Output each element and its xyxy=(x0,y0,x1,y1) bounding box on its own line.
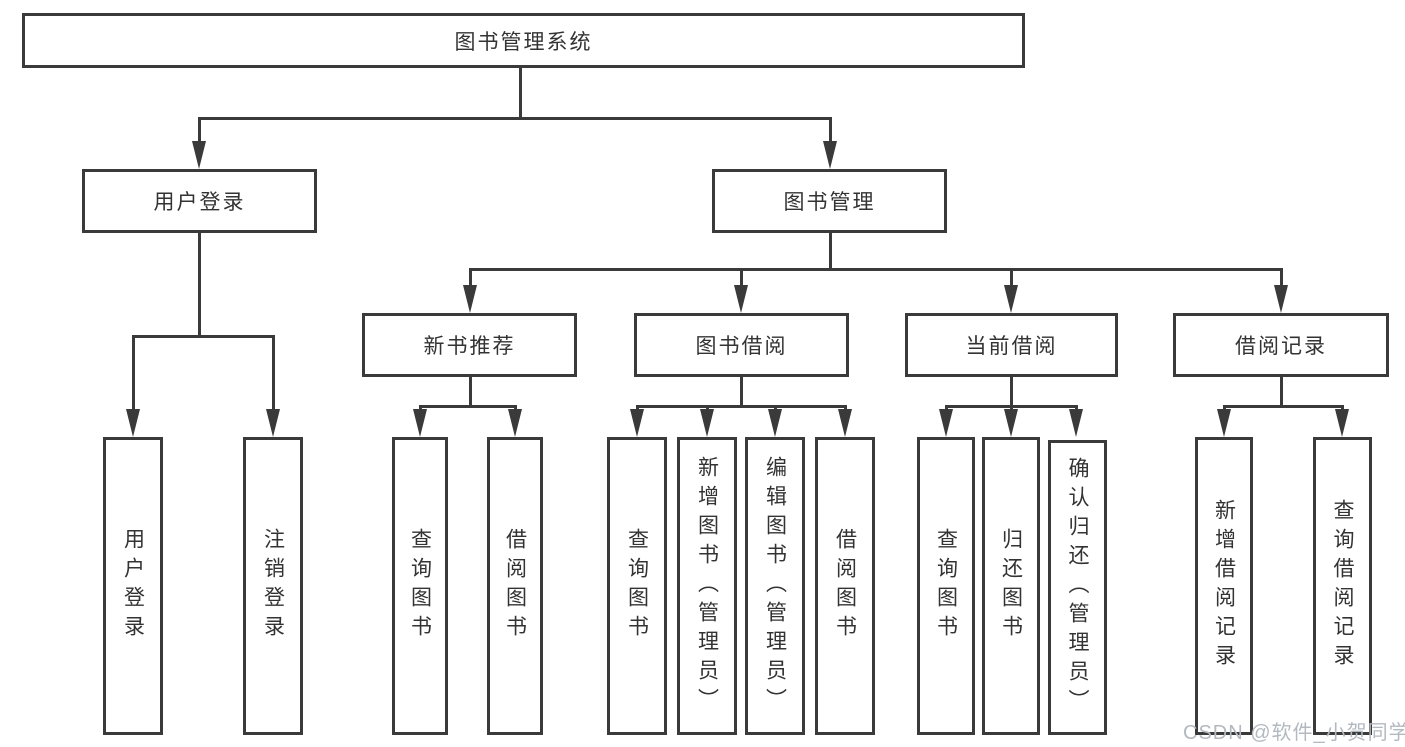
arrow-down-icon xyxy=(1274,285,1288,313)
node-new-book-recommend: 新书推荐 xyxy=(362,313,577,377)
leaf-borrow-books-2: 借阅图书 xyxy=(815,437,875,735)
arrow-down-icon xyxy=(939,409,953,437)
connector-stem xyxy=(740,377,743,408)
connector-book-management-stem xyxy=(829,233,832,270)
connector-shaft xyxy=(1280,268,1283,288)
arrow-down-icon xyxy=(508,409,522,437)
leaf-query-books-2-label: 查询图书 xyxy=(625,528,649,644)
arrow-down-icon xyxy=(823,141,837,169)
connector-stem xyxy=(1010,377,1013,408)
leaf-query-books-1: 查询图书 xyxy=(392,437,448,735)
leaf-edit-books-admin-label: 编辑图书（管理员） xyxy=(763,455,787,717)
node-book-management-label: 图书管理 xyxy=(783,191,876,214)
connector-shaft xyxy=(829,117,832,145)
connector-shaft xyxy=(469,268,472,288)
leaf-confirm-return-admin: 确认归还（管理员） xyxy=(1048,440,1107,735)
node-book-borrowing: 图书借阅 xyxy=(634,313,849,377)
arrow-down-icon xyxy=(768,409,782,437)
connector-rail xyxy=(1223,405,1344,408)
arrow-down-icon xyxy=(192,141,206,169)
connector-shaft xyxy=(1010,268,1013,288)
connector-user-login-stem xyxy=(198,233,201,336)
arrow-down-icon xyxy=(630,409,644,437)
leaf-add-books-admin: 新增图书（管理员） xyxy=(677,437,737,735)
node-book-management: 图书管理 xyxy=(712,169,947,233)
connector-user-login-rail xyxy=(132,335,274,338)
connector-shaft xyxy=(198,117,201,145)
connector-shaft xyxy=(132,335,135,411)
node-current-borrowing: 当前借阅 xyxy=(905,313,1118,377)
arrow-down-icon xyxy=(1335,409,1349,437)
arrow-down-icon xyxy=(838,409,852,437)
leaf-borrow-books-2-label: 借阅图书 xyxy=(833,528,857,644)
leaf-query-books-3-label: 查询图书 xyxy=(934,528,958,644)
leaf-borrow-books-1-label: 借阅图书 xyxy=(503,528,527,644)
arrow-down-icon xyxy=(126,409,140,437)
node-borrowing-records-label: 借阅记录 xyxy=(1235,335,1327,358)
connector-level3-rail xyxy=(469,268,1283,271)
arrow-down-icon xyxy=(266,409,280,437)
leaf-user-login-label: 用户登录 xyxy=(121,528,145,644)
arrow-down-icon xyxy=(463,285,477,313)
node-book-borrowing-label: 图书借阅 xyxy=(695,335,788,358)
arrow-down-icon xyxy=(700,409,714,437)
node-new-book-recommend-label: 新书推荐 xyxy=(423,335,516,358)
leaf-borrow-books-1: 借阅图书 xyxy=(487,437,543,735)
leaf-query-borrow-record: 查询借阅记录 xyxy=(1313,437,1372,735)
leaf-query-books-1-label: 查询图书 xyxy=(408,528,432,644)
arrow-down-icon xyxy=(413,409,427,437)
connector-rail xyxy=(636,405,847,408)
leaf-confirm-return-admin-label: 确认归还（管理员） xyxy=(1066,457,1089,718)
leaf-query-books-2: 查询图书 xyxy=(607,437,667,735)
connector-root-stem xyxy=(519,68,522,118)
leaf-return-books: 归还图书 xyxy=(982,437,1040,735)
arrow-down-icon xyxy=(1069,409,1083,437)
watermark: CSDN @软件_小贺同学 xyxy=(1183,722,1405,744)
leaf-add-borrow-record: 新增借阅记录 xyxy=(1195,437,1253,735)
connector-shaft xyxy=(272,335,275,411)
arrow-down-icon xyxy=(1004,409,1018,437)
arrow-down-icon xyxy=(1217,409,1231,437)
node-library-system: 图书管理系统 xyxy=(22,13,1025,68)
connector-stem xyxy=(1280,377,1283,408)
node-library-system-label: 图书管理系统 xyxy=(454,30,593,54)
node-user-login-label: 用户登录 xyxy=(153,191,246,214)
leaf-edit-books-admin: 编辑图书（管理员） xyxy=(745,437,805,735)
arrow-down-icon xyxy=(734,285,748,313)
leaf-query-books-3: 查询图书 xyxy=(917,437,975,735)
node-current-borrowing-label: 当前借阅 xyxy=(965,335,1058,358)
leaf-logout-label: 注销登录 xyxy=(261,528,285,644)
connector-rail xyxy=(419,405,517,408)
leaf-query-borrow-record-label: 查询借阅记录 xyxy=(1331,499,1354,673)
connector-stem xyxy=(469,377,472,408)
leaf-add-books-admin-label: 新增图书（管理员） xyxy=(695,455,719,717)
node-user-login: 用户登录 xyxy=(82,169,317,233)
leaf-return-books-label: 归还图书 xyxy=(999,528,1023,644)
arrow-down-icon xyxy=(1004,285,1018,313)
leaf-add-borrow-record-label: 新增借阅记录 xyxy=(1212,499,1236,673)
node-borrowing-records: 借阅记录 xyxy=(1173,313,1389,377)
leaf-logout: 注销登录 xyxy=(243,437,303,735)
connector-shaft xyxy=(740,268,743,288)
leaf-user-login: 用户登录 xyxy=(103,437,163,735)
connector-level2-rail xyxy=(198,117,831,120)
